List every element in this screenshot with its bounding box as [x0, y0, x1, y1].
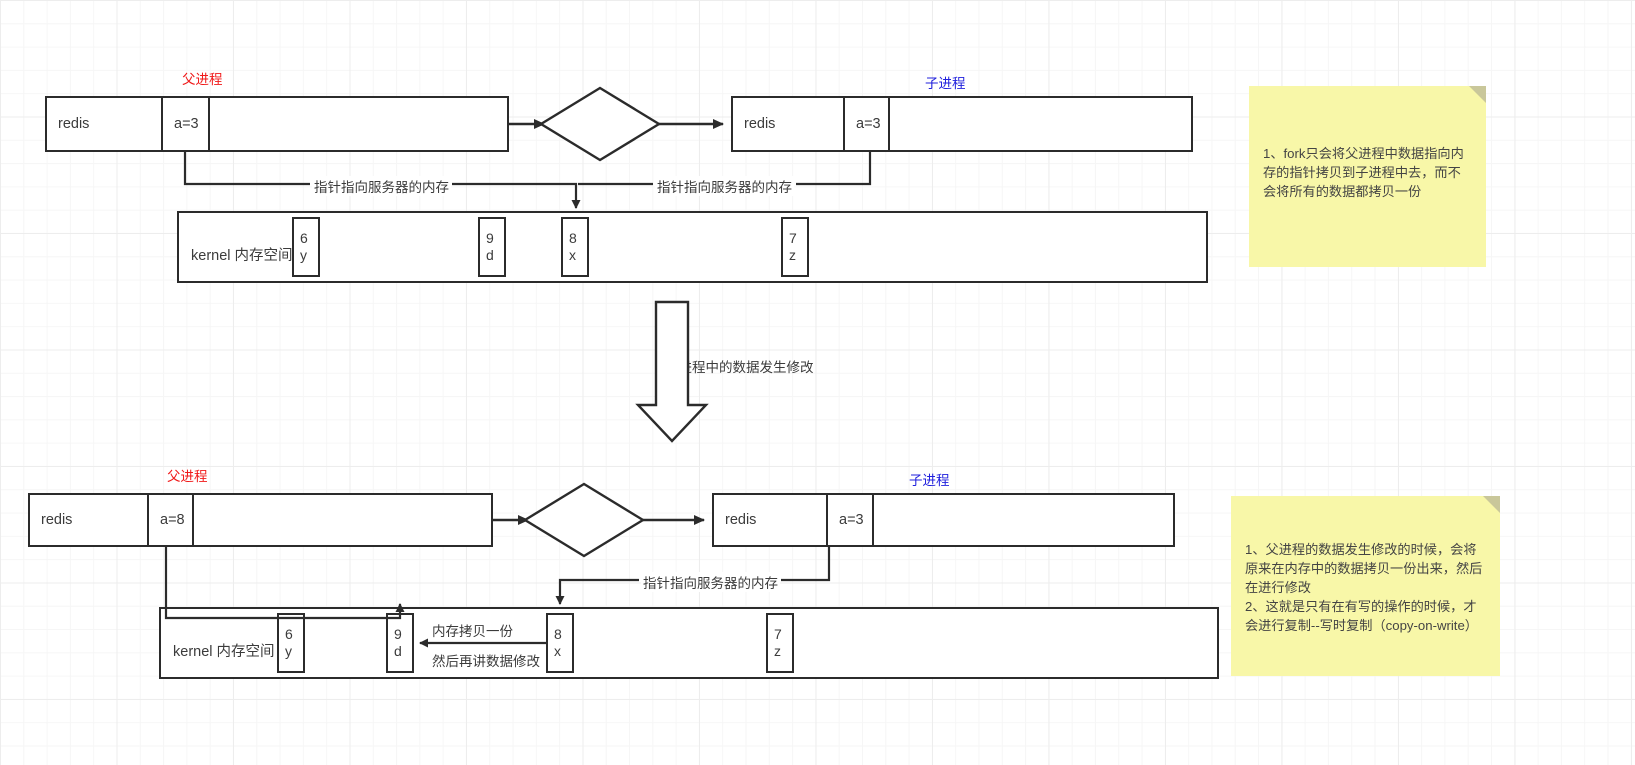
bottom-pointer-label: 指针指向服务器的内存	[641, 572, 780, 592]
note-top-text: 1、fork只会将父进程中数据指向内存的指针拷贝到子进程中去，而不会将所有的数据…	[1263, 146, 1464, 199]
top-parent-redis-cell: redis	[47, 98, 163, 150]
top-parent-empty-cell	[210, 98, 507, 150]
bottom-copy-label-top: 内存拷贝一份	[430, 620, 515, 640]
bottom-child-pointer-line	[781, 547, 831, 582]
top-parent-var-text: a=3	[174, 116, 199, 132]
bottom-child-var-cell: a=3	[828, 495, 874, 545]
bottom-mem-cell-4-value: 7	[774, 626, 782, 642]
bottom-kernel-memory-bar: kernel 内存空间	[159, 607, 1219, 679]
top-mem-cell-2: 9 d	[478, 217, 506, 277]
bottom-copy-label-bottom: 然后再讲数据修改	[430, 650, 542, 670]
bottom-mem-cell-2-value: 9	[394, 626, 402, 642]
top-parent-pointer-line	[183, 152, 310, 186]
bottom-fork-label: fork	[571, 512, 594, 527]
top-parent-process-label: 父进程	[182, 72, 223, 87]
top-parent-process-box: redis a=3	[45, 96, 509, 152]
bottom-mem-cell-3-key: x	[554, 643, 561, 659]
bottom-kernel-label: kernel 内存空间	[173, 644, 275, 660]
top-kernel-label: kernel 内存空间	[191, 248, 293, 264]
bottom-parent-var-cell: a=8	[149, 495, 194, 545]
top-mem-cell-1-value: 6	[300, 230, 308, 246]
top-fork-label: fork	[587, 115, 610, 130]
top-pointer-label-left: 指针指向服务器的内存	[312, 176, 451, 196]
top-mem-cell-2-value: 9	[486, 230, 494, 246]
top-mem-cell-1: 6 y	[292, 217, 320, 277]
bottom-mem-cell-1-value: 6	[285, 626, 293, 642]
bottom-mem-cell-1-key: y	[285, 643, 292, 659]
note-top: 1、fork只会将父进程中数据指向内存的指针拷贝到子进程中去，而不会将所有的数据…	[1249, 86, 1486, 267]
top-parent-redis-text: redis	[58, 116, 90, 132]
bottom-mem-cell-1: 6 y	[277, 613, 305, 673]
top-mem-cell-1-key: y	[300, 247, 307, 263]
top-child-redis-text: redis	[744, 116, 776, 132]
note-bottom-fold-icon	[1483, 496, 1500, 513]
bottom-mem-cell-2-key: d	[394, 643, 402, 659]
note-bottom-text: 1、父进程的数据发生修改的时候，会将原来在内存中的数据拷贝一份出来，然后在进行修…	[1245, 542, 1483, 633]
bottom-parent-redis-cell: redis	[30, 495, 149, 545]
top-mem-cell-3-key: x	[569, 247, 576, 263]
bottom-child-redis-text: redis	[725, 512, 757, 528]
top-parent-var-cell: a=3	[163, 98, 210, 150]
bottom-mem-cell-4-key: z	[774, 643, 781, 659]
bottom-child-process-label: 子进程	[909, 473, 950, 488]
bottom-child-process-box: redis a=3	[712, 493, 1175, 547]
bottom-child-empty-cell	[874, 495, 1173, 545]
bottom-parent-empty-cell	[194, 495, 491, 545]
top-mem-cell-2-key: d	[486, 247, 494, 263]
bottom-parent-redis-text: redis	[41, 512, 73, 528]
note-bottom: 1、父进程的数据发生修改的时候，会将原来在内存中的数据拷贝一份出来，然后在进行修…	[1231, 496, 1500, 676]
top-child-var-cell: a=3	[845, 98, 890, 150]
top-mem-cell-4: 7 z	[781, 217, 809, 277]
bottom-mem-cell-3-value: 8	[554, 626, 562, 642]
top-child-empty-cell	[890, 98, 1191, 150]
bottom-mem-cell-4: 7 z	[766, 613, 794, 673]
top-child-redis-cell: redis	[733, 98, 845, 150]
bottom-child-redis-cell: redis	[714, 495, 828, 545]
bottom-mem-cell-2: 9 d	[386, 613, 414, 673]
top-mem-cell-4-value: 7	[789, 230, 797, 246]
top-parent-pointer-line-2	[452, 182, 581, 209]
top-mem-cell-3: 8 x	[561, 217, 589, 277]
bottom-mem-cell-3: 8 x	[546, 613, 574, 673]
note-top-fold-icon	[1469, 86, 1486, 103]
top-child-process-label: 子进程	[925, 76, 966, 91]
middle-arrow-label: 父进程中的数据发生修改	[665, 360, 814, 375]
top-child-pointer-line	[796, 152, 872, 186]
top-child-var-text: a=3	[856, 116, 881, 132]
bottom-parent-var-text: a=8	[160, 512, 185, 528]
bottom-parent-process-label: 父进程	[167, 469, 208, 484]
top-mem-cell-4-key: z	[789, 247, 796, 263]
top-child-process-box: redis a=3	[731, 96, 1193, 152]
bottom-child-var-text: a=3	[839, 512, 864, 528]
top-pointer-label-right: 指针指向服务器的内存	[655, 176, 794, 196]
bottom-parent-process-box: redis a=8	[28, 493, 493, 547]
bottom-child-pointer-line-2	[555, 578, 639, 605]
top-mem-cell-3-value: 8	[569, 230, 577, 246]
top-kernel-memory-bar: kernel 内存空间	[177, 211, 1208, 283]
